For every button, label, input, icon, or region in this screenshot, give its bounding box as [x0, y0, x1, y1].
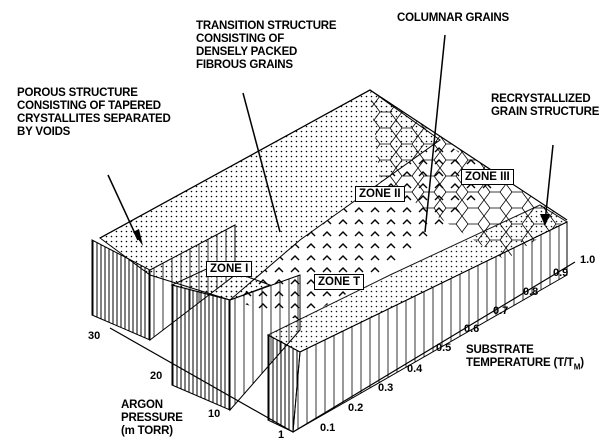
- temperature-tick: 0.5: [436, 342, 452, 354]
- annotation-line: GRAIN STRUCTURE: [491, 106, 600, 118]
- porous-annotation: POROUS STRUCTURE CONSISTING OF TAPERED C…: [17, 87, 171, 139]
- pressure-tick: 1: [278, 429, 285, 441]
- temperature-tick: 0.9: [553, 267, 569, 279]
- temperature-tick: 0.8: [523, 286, 539, 298]
- zone-2-label: ZONE II: [355, 186, 405, 202]
- annotation-line: DENSELY PACKED: [196, 46, 298, 58]
- axis-label-text: ): [580, 357, 584, 369]
- recrystallized-annotation: RECRYSTALLIZED GRAIN STRUCTURE: [491, 93, 599, 119]
- temperature-axis-label: SUBSTRATE TEMPERATURE (T/TM): [466, 344, 584, 373]
- columnar-annotation: COLUMNAR GRAINS: [397, 12, 509, 24]
- annotation-line: CONSISTING OF: [196, 33, 285, 45]
- temperature-tick: 0.6: [464, 323, 480, 335]
- axis-label-line: (m TORR): [121, 425, 173, 437]
- pressure-tick: 30: [88, 330, 101, 342]
- temperature-tick: 1.0: [580, 254, 596, 266]
- annotation-line: TRANSITION STRUCTURE: [196, 20, 337, 32]
- temperature-tick: 0.1: [320, 422, 336, 434]
- temperature-axis: [292, 261, 576, 433]
- temperature-tick: 0.4: [407, 363, 423, 375]
- zone-1-label: ZONE I: [206, 261, 253, 277]
- annotation-line: CONSISTING OF TAPERED: [17, 100, 161, 112]
- temperature-tick: 0.2: [348, 402, 364, 414]
- annotation-line: POROUS STRUCTURE: [17, 87, 138, 99]
- axis-label-line: PRESSURE: [121, 412, 183, 424]
- annotation-line: BY VOIDS: [17, 126, 71, 138]
- annotation-line: CRYSTALLITES SEPARATED: [17, 113, 171, 125]
- axis-label-line: TEMPERATURE (T/TM): [466, 357, 584, 373]
- pressure-axis: [109, 327, 294, 433]
- pressure-tick: 20: [150, 370, 163, 382]
- axis-label-line: SUBSTRATE: [466, 344, 534, 356]
- temperature-tick: 0.7: [493, 305, 509, 317]
- pressure-tick: 10: [208, 408, 221, 420]
- axis-label-text: TEMPERATURE (T/T: [466, 357, 574, 369]
- zone-t-label: ZONE T: [314, 274, 365, 290]
- annotation-line: FIBROUS GRAINS: [196, 59, 293, 71]
- temperature-tick: 0.3: [378, 382, 394, 394]
- zone-3-label: ZONE III: [461, 169, 514, 185]
- axis-label-line: ARGON: [121, 399, 163, 411]
- axis-label-subscript: M: [573, 362, 581, 372]
- annotation-line: RECRYSTALLIZED: [491, 93, 591, 105]
- pressure-axis-label: ARGON PRESSURE (m TORR): [121, 399, 183, 438]
- transition-annotation: TRANSITION STRUCTURE CONSISTING OF DENSE…: [196, 20, 337, 72]
